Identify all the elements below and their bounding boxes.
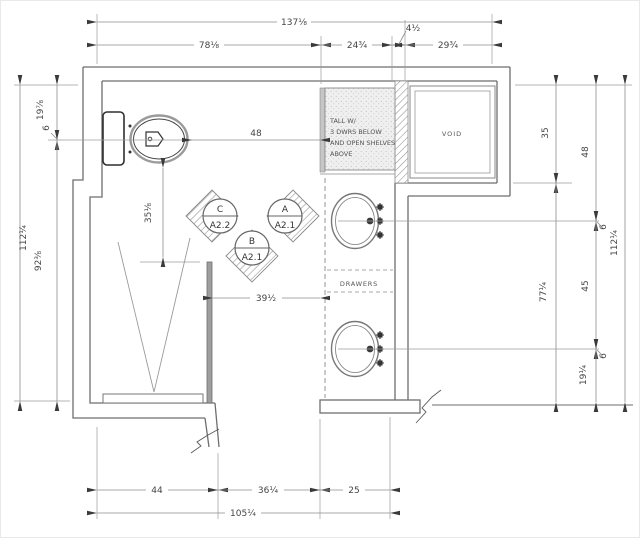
dim-right-wall-seg-b: 77¼ <box>539 282 549 302</box>
void-label: VOID <box>442 130 462 138</box>
dim-top-seg-c: 4½ <box>406 24 421 34</box>
callout-a-sheet: A2.1 <box>275 221 295 231</box>
void-outer-box <box>409 85 496 179</box>
cabinet-body <box>324 87 396 171</box>
dim-top-seg-d: 29¾ <box>438 41 458 51</box>
callout-c-sheet: A2.2 <box>210 221 230 231</box>
dim-left-flag: 6 <box>42 125 52 131</box>
dim-left-seg-a: 19⅞ <box>36 100 46 120</box>
cabinet-note-line1: TALL W/ <box>329 117 357 125</box>
tall-cabinet: TALL W/ 3 DWRS BELOW AND OPEN SHELVES AB… <box>319 87 396 175</box>
dim-shower-to-vanity: 39½ <box>256 294 276 304</box>
callout-b-sheet: A2.1 <box>242 253 262 263</box>
callout-b: B A2.1 <box>225 229 279 283</box>
door-jamb-right <box>214 402 220 448</box>
leader-6-right-top <box>596 221 603 228</box>
dim-right-overall: 112¼ <box>610 230 620 256</box>
leader-4-half <box>398 30 407 45</box>
hatched-wall <box>394 80 409 184</box>
dim-top-seg-b: 24¾ <box>347 41 367 51</box>
dim-bottom-overall: 105¼ <box>230 509 256 519</box>
dimension-labels: 137⅛ 78⅛ 24¾ 4½ 29¾ 44 36¼ 25 105¼ 112¼ … <box>19 18 620 519</box>
shower <box>102 237 213 404</box>
dim-right-wall-seg-a: 35 <box>541 127 551 138</box>
break-symbols <box>190 389 442 454</box>
dim-right-fix-seg-a: 48 <box>581 146 591 158</box>
callout-b-letter: B <box>249 237 255 247</box>
vanity: DRAWERS <box>324 178 393 398</box>
dimension-label-backgrounds <box>146 16 463 519</box>
dim-left-seg-b: 92⅜ <box>34 251 44 271</box>
shower-slope-line-right <box>153 237 191 393</box>
callout-c-letter: C <box>217 205 223 215</box>
dim-right-fix-seg-b: 45 <box>581 280 591 291</box>
wall-vanity-bottom <box>319 399 421 414</box>
elevation-callouts: C A2.2 A A2.1 B A2.1 <box>185 189 320 283</box>
dim-right-flag-a: 6 <box>599 224 609 230</box>
cabinet-side-panel <box>319 87 326 173</box>
dim-top-overall: 137⅛ <box>281 18 307 28</box>
callout-a-letter: A <box>282 205 289 215</box>
toilet-bolt-top <box>128 124 132 128</box>
dim-bottom-seg-c: 25 <box>348 486 359 496</box>
door-jamb-left <box>204 417 210 448</box>
dim-toilet-to-shower: 35⅛ <box>144 203 154 223</box>
dim-bottom-seg-b: 36¼ <box>258 486 278 496</box>
drawers-label: DRAWERS <box>340 280 378 288</box>
shower-curb <box>102 393 204 404</box>
toilet-tank <box>102 111 125 166</box>
toilet <box>102 111 189 166</box>
void-inner-box <box>414 90 491 174</box>
dim-right-fix-seg-c: 19¼ <box>579 365 589 385</box>
dim-right-flag-b: 6 <box>599 353 609 359</box>
wall-left-outer <box>72 67 205 419</box>
shower-partition-wall <box>206 261 213 404</box>
cabinet-note-line3: AND OPEN SHELVES <box>330 139 395 147</box>
toilet-flush-valve <box>145 131 164 147</box>
toilet-flush-detail <box>147 136 153 142</box>
dim-top-seg-a: 78⅛ <box>199 41 219 51</box>
shower-slope-line-left <box>117 241 155 393</box>
dim-toilet-to-cabinet: 48 <box>250 129 262 139</box>
cabinet-note-line4: ABOVE <box>330 150 352 158</box>
walls <box>72 66 633 448</box>
callout-c: C A2.2 <box>185 189 239 243</box>
cabinet-note-line2: 3 DWRS BELOW <box>330 128 382 136</box>
dim-left-overall: 112¼ <box>19 225 29 251</box>
wall-break-icon-floor <box>415 389 442 424</box>
dim-bottom-seg-a: 44 <box>151 486 163 496</box>
callout-a: A A2.1 <box>266 189 320 243</box>
wall-break-icon-door <box>190 428 220 454</box>
toilet-bolt-bottom <box>128 150 132 154</box>
void-area: VOID <box>409 85 496 179</box>
leader-6-right-bottom <box>596 349 603 356</box>
leader-6-left <box>50 132 58 140</box>
